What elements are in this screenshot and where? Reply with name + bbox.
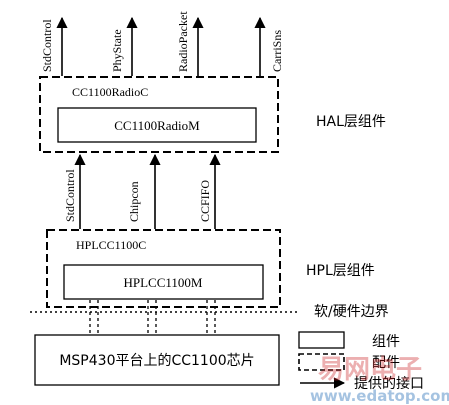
hpl-module-label: HPLCC1100M [124, 275, 203, 290]
hal-configuration-label: CC1100RadioC [72, 85, 148, 99]
boundary-label: 软/硬件边界 [314, 304, 389, 320]
hpl-module-box [63, 264, 264, 300]
chip-label: MSP430平台上的CC1100芯片 [59, 353, 254, 369]
hal-layer-label: HAL层组件 [316, 114, 386, 130]
legend-component-label: 组件 [372, 334, 400, 350]
hal-module-box [57, 107, 257, 143]
chip-connectors [89, 300, 216, 335]
hal-configuration-box [39, 76, 279, 153]
link-label-stdcontrol: StdControl [63, 169, 77, 222]
interface-label-physstate: PhyState [110, 29, 124, 72]
watermark-brand: 易网电子 [318, 355, 422, 385]
interface-label-carrisns: CarriSns [270, 30, 284, 72]
legend-configuration-label: 配件 [372, 355, 400, 371]
chip-box [34, 334, 280, 386]
link-label-ccfifo: CCFIFO [198, 180, 212, 222]
hpl-configuration-box [46, 229, 281, 308]
watermark-url: www.edatop.com [310, 387, 449, 405]
legend-interface-label: 提供的接口 [354, 375, 424, 392]
hal-module-label: CC1100RadioM [114, 118, 200, 133]
interface-label-radiopacket: RadioPacket [176, 11, 190, 72]
legend-configuration-swatch [298, 353, 345, 371]
legend-component-swatch [298, 331, 345, 349]
interface-label-stdcontrol: StdControl [40, 19, 54, 72]
hpl-layer-label: HPL层组件 [306, 263, 375, 279]
hpl-configuration-label: HPLCC1100C [76, 238, 146, 252]
link-label-chipcon: Chipcon [127, 181, 141, 222]
